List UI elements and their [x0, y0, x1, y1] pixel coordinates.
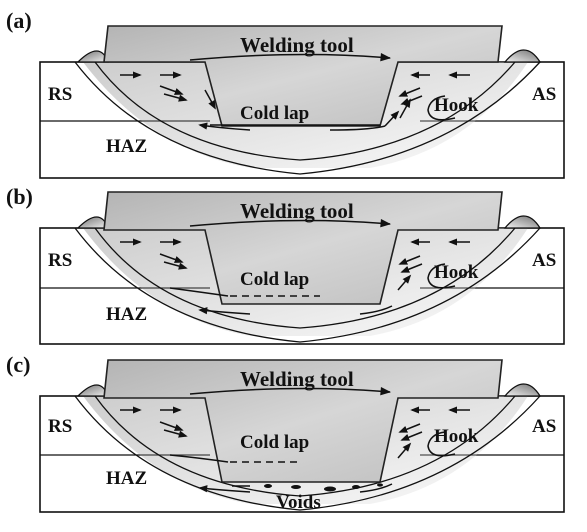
material-flow-arrow-icon [397, 442, 412, 459]
material-flow-arrow-icon [204, 89, 216, 110]
flash-curl-icon [76, 216, 109, 229]
haz-label: HAZ [106, 304, 147, 325]
cold-lap-label: Cold lap [240, 432, 309, 453]
panel-a: (a) RS AS HAZ Welding tool Cold lap Hook [6, 8, 565, 179]
voids-label: Voids [276, 492, 321, 513]
tool-label: Welding tool [240, 367, 354, 391]
void-dot [377, 483, 383, 487]
cold-lap-line [169, 454, 229, 463]
material-flow-arrow-icon [159, 253, 184, 263]
material-flow-arrow-icon [359, 305, 393, 315]
tmaz-boundary [94, 227, 516, 329]
material-flow-arrow-icon [398, 255, 421, 265]
material-flow-arrow-icon [400, 431, 423, 441]
material-flow-arrow-icon [159, 85, 184, 95]
as-label: AS [532, 416, 556, 437]
haz-boundary [74, 227, 541, 343]
cold-lap-label: Cold lap [240, 103, 309, 124]
hook-label: Hook [434, 95, 479, 116]
void-dot [324, 486, 336, 492]
panel-b: (b) RS AS HAZ Welding tool Cold lap Hook [6, 184, 565, 345]
material-flow-arrow-icon [163, 261, 188, 270]
material-flow-arrow-icon [398, 423, 421, 433]
cold-lap-line [169, 287, 229, 297]
flash-curl-icon [76, 384, 109, 397]
material-flow-arrow-icon [397, 274, 412, 291]
welding-tool [103, 25, 503, 127]
voids [232, 483, 383, 492]
material-flow-arrow-icon [398, 87, 421, 97]
material-flow-arrow-icon [159, 421, 184, 431]
hook-defect [427, 95, 456, 121]
as-label: AS [532, 250, 556, 271]
welding-tool [103, 359, 503, 483]
void-dot [291, 485, 301, 489]
material-flow-arrow-icon [163, 93, 188, 102]
flash-curl-icon [503, 215, 542, 229]
rotation-arrow-icon [189, 218, 392, 228]
panel-label: (a) [6, 8, 32, 33]
void-dot [264, 484, 272, 488]
tmaz-boundary [94, 395, 516, 497]
as-label: AS [532, 84, 556, 105]
tool-label: Welding tool [240, 33, 354, 57]
material-flow-arrow-icon [359, 483, 393, 493]
haz-label: HAZ [106, 136, 147, 157]
hook-defect [427, 431, 456, 457]
material-flow-arrow-icon [163, 429, 188, 438]
tmaz-boundary [94, 61, 516, 161]
flash-curl-icon [503, 383, 542, 397]
material-flow-arrow-icon [384, 110, 400, 127]
haz-label: HAZ [106, 468, 147, 489]
material-flow-arrow-icon [198, 122, 251, 131]
material-flow-arrow-icon [198, 307, 251, 315]
material-flow-arrow-icon [198, 485, 251, 493]
material-flow-arrow-icon [399, 98, 411, 119]
hook-label: Hook [434, 262, 479, 283]
cold-lap-label: Cold lap [240, 269, 309, 290]
rs-label: RS [48, 84, 72, 105]
rotation-arrow-icon [189, 52, 392, 62]
haz-boundary [74, 61, 541, 175]
hook-label: Hook [434, 426, 479, 447]
flash-curl-icon [503, 49, 542, 63]
void-dot [352, 485, 360, 489]
material-flow-arrow-icon [329, 125, 386, 131]
panel-label: (c) [6, 352, 30, 377]
haz-boundary [74, 395, 541, 511]
panel-label: (b) [6, 184, 33, 209]
rs-label: RS [48, 416, 72, 437]
rotation-arrow-icon [189, 386, 392, 396]
tool-label: Welding tool [240, 199, 354, 223]
hook-defect [427, 263, 456, 289]
panel-c: (c) RS AS HAZ Welding tool Cold lap Hook… [6, 352, 565, 513]
rs-label: RS [48, 250, 72, 271]
welding-tool [103, 191, 503, 305]
material-flow-arrow-icon [400, 263, 423, 273]
